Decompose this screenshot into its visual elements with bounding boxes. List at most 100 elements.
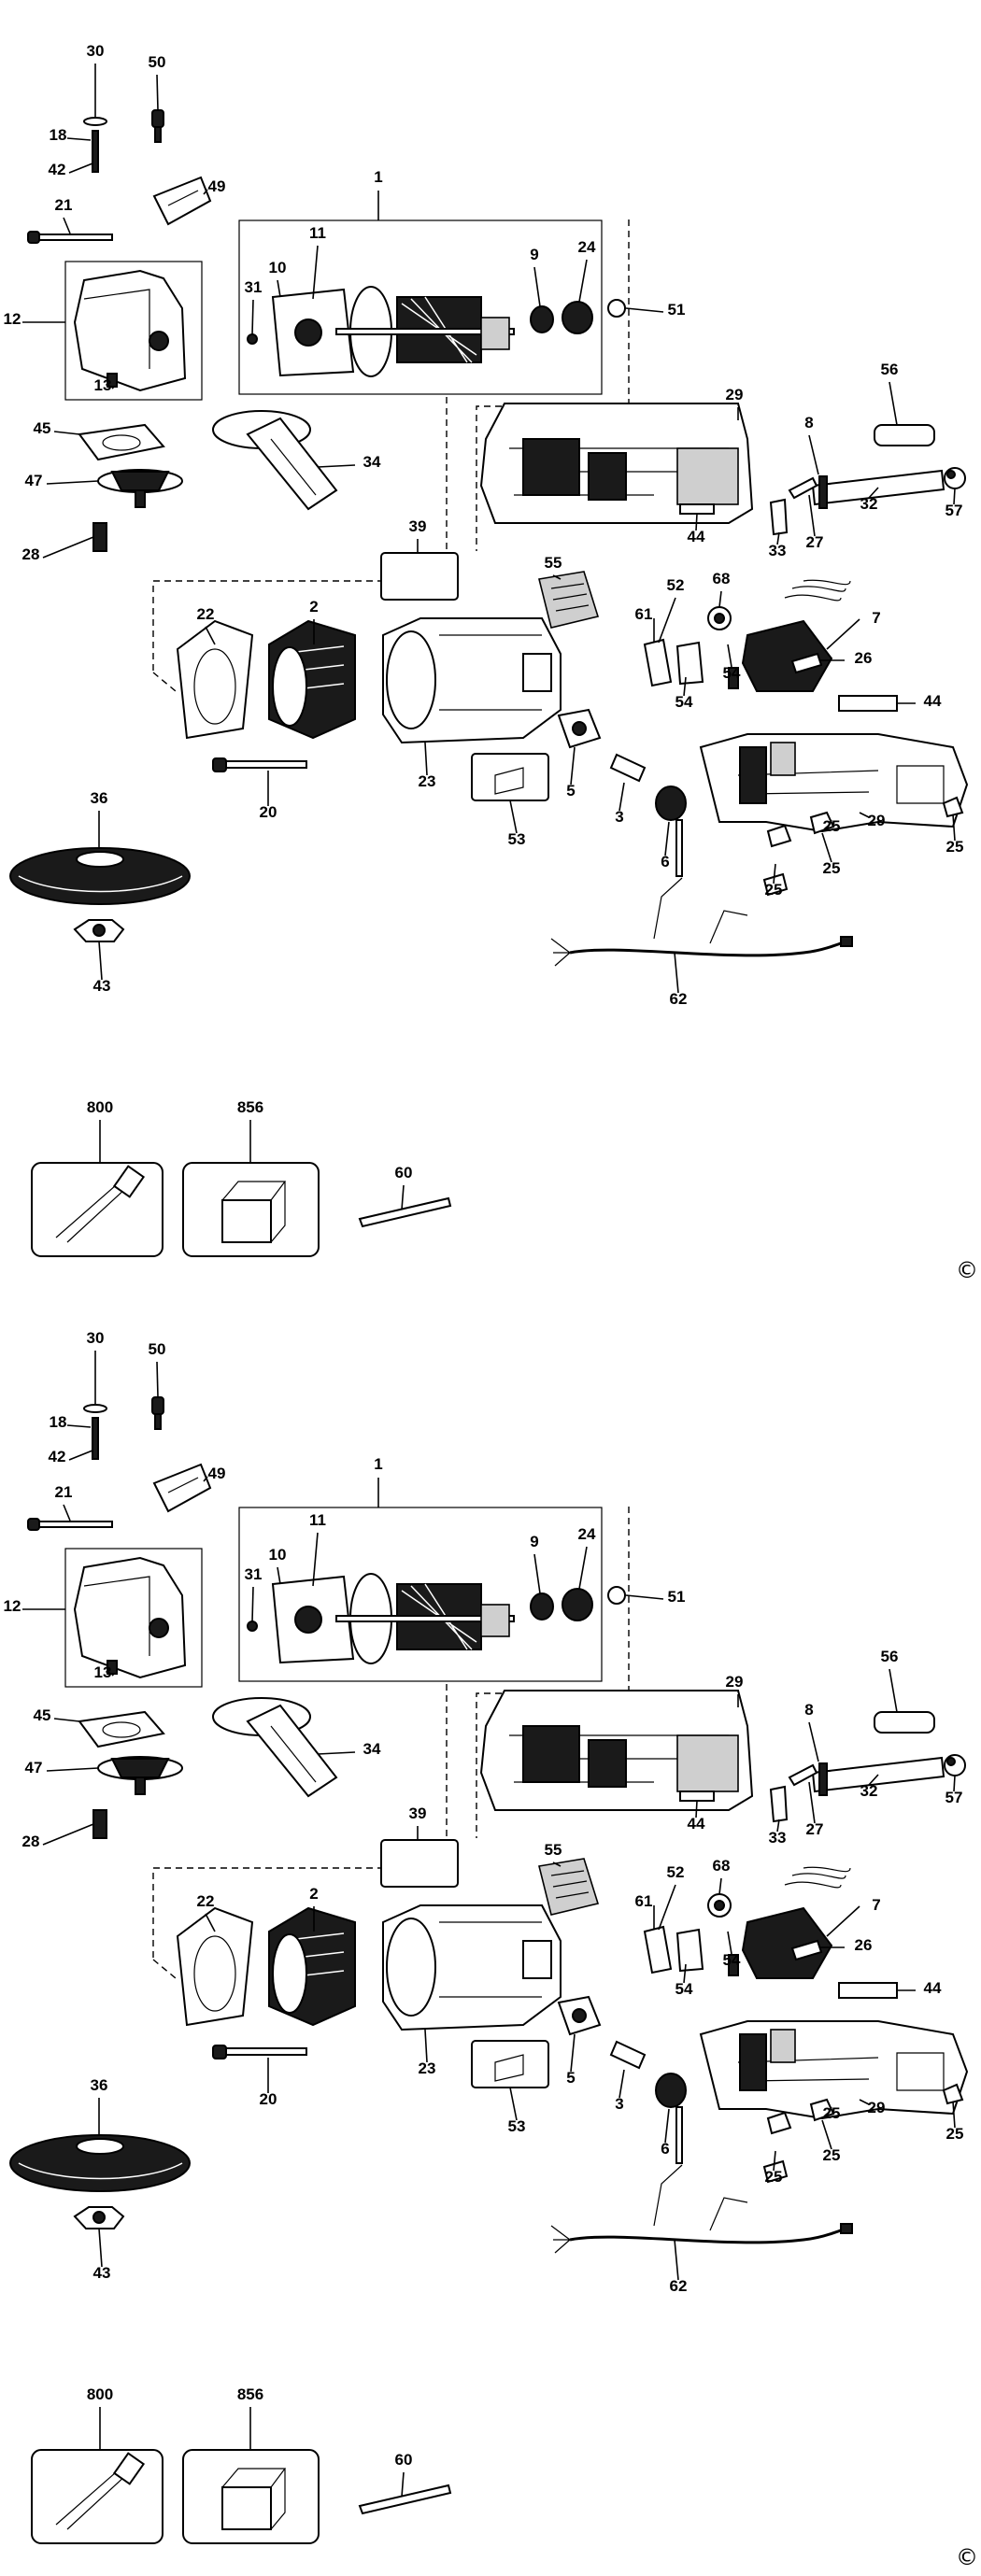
part-label-856: 856 — [237, 2385, 263, 2403]
part-label-18: 18 — [50, 1413, 67, 1431]
part-label-50: 50 — [149, 53, 166, 71]
part-label-47: 47 — [25, 472, 43, 489]
part-label-22: 22 — [197, 1892, 215, 1910]
leader-line — [773, 2150, 776, 2172]
leader-line — [156, 1361, 159, 1398]
leader-line — [533, 266, 541, 307]
part-label-39: 39 — [409, 1805, 427, 1822]
part-label-62: 62 — [670, 990, 688, 1008]
part-label-800: 800 — [87, 1098, 113, 1116]
part-label-62: 62 — [670, 2277, 688, 2295]
part-label-56: 56 — [881, 361, 899, 378]
part-label-61: 61 — [635, 605, 653, 623]
leader-line — [111, 1673, 115, 1677]
leader-line — [156, 74, 159, 111]
part-label-47: 47 — [25, 1759, 43, 1776]
leader-line — [625, 1594, 664, 1600]
leader-line — [251, 1586, 254, 1622]
leader-line — [111, 386, 115, 389]
leader-line — [618, 782, 625, 812]
part-label-8: 8 — [804, 414, 813, 432]
part-label-3: 3 — [615, 2095, 623, 2113]
leader-line — [277, 1566, 281, 1585]
leader-line — [658, 597, 676, 644]
leader-line — [953, 488, 956, 505]
part-label-10: 10 — [269, 259, 287, 276]
part-label-60: 60 — [395, 1164, 413, 1182]
leader-line — [718, 590, 722, 608]
part-label-26: 26 — [855, 649, 873, 667]
part-label-51: 51 — [668, 301, 686, 318]
part-label-33: 33 — [769, 1829, 787, 1847]
part-label-29: 29 — [726, 1673, 744, 1691]
part-label-9: 9 — [530, 246, 538, 263]
part-label-57: 57 — [945, 502, 963, 519]
leader-line — [570, 2033, 576, 2073]
part-label-9: 9 — [530, 1533, 538, 1550]
part-label-32: 32 — [860, 495, 878, 513]
leader-line — [727, 1931, 732, 1955]
part-label-56: 56 — [881, 1648, 899, 1665]
part-label-18: 18 — [50, 126, 67, 144]
leader-line — [868, 487, 879, 499]
leader-line — [826, 2106, 832, 2117]
leader-line — [683, 676, 687, 697]
leader-line — [401, 1184, 405, 1210]
leader-line — [46, 480, 99, 485]
leader-line — [98, 2228, 103, 2268]
part-label-28: 28 — [22, 1833, 40, 1850]
leader-line — [826, 1905, 860, 1937]
leader-line — [808, 1721, 819, 1762]
diagram-section-1: 1235678910111213182021222324252525252627… — [4, 42, 978, 1283]
part-label-34: 34 — [363, 1740, 381, 1758]
part-label-1: 1 — [374, 1455, 382, 1473]
part-label-20: 20 — [260, 2090, 277, 2108]
part-label-32: 32 — [860, 1782, 878, 1800]
parts-artwork — [8, 108, 969, 1258]
leader-line — [424, 2029, 428, 2063]
part-label-39: 39 — [409, 517, 427, 535]
part-label-30: 30 — [87, 1329, 105, 1347]
part-label-29: 29 — [868, 2099, 886, 2116]
leader-line — [578, 259, 588, 303]
leader-line — [952, 2101, 956, 2129]
leader-line — [312, 1532, 319, 1587]
leader-line — [203, 189, 208, 195]
leader-line — [625, 307, 664, 313]
part-label-36: 36 — [91, 789, 108, 807]
leader-line — [808, 1781, 816, 1824]
leader-line — [570, 746, 576, 786]
part-label-44: 44 — [688, 528, 705, 545]
leader-line — [821, 832, 832, 863]
leader-line — [889, 1668, 898, 1713]
leader-line — [578, 1546, 588, 1590]
part-label-54: 54 — [723, 1951, 741, 1969]
leader-line — [63, 217, 71, 234]
part-label-42: 42 — [49, 1448, 66, 1465]
part-label-34: 34 — [363, 453, 381, 471]
part-label-25: 25 — [823, 2104, 841, 2122]
part-label-13: 13 — [94, 1663, 112, 1681]
leader-line — [821, 2119, 832, 2150]
leader-line — [658, 1884, 676, 1931]
part-label-55: 55 — [545, 554, 562, 572]
part-label-44: 44 — [924, 1979, 942, 1997]
part-label-45: 45 — [34, 419, 51, 437]
part-label-24: 24 — [578, 1525, 596, 1543]
part-label-44: 44 — [688, 1815, 705, 1833]
part-label-29: 29 — [726, 386, 744, 403]
part-label-57: 57 — [945, 1789, 963, 1806]
part-label-49: 49 — [208, 1465, 226, 1482]
part-label-27: 27 — [806, 533, 824, 551]
leader-line — [312, 245, 319, 300]
part-label-68: 68 — [713, 570, 731, 587]
leader-line — [63, 1504, 71, 1522]
leader-line — [674, 952, 679, 994]
part-label-25: 25 — [823, 859, 841, 877]
part-label-6: 6 — [661, 2140, 669, 2158]
part-label-51: 51 — [668, 1588, 686, 1606]
part-label-31: 31 — [245, 1565, 263, 1583]
part-label-23: 23 — [419, 2059, 436, 2077]
part-label-2: 2 — [309, 1885, 318, 1903]
leader-line — [674, 2239, 679, 2281]
